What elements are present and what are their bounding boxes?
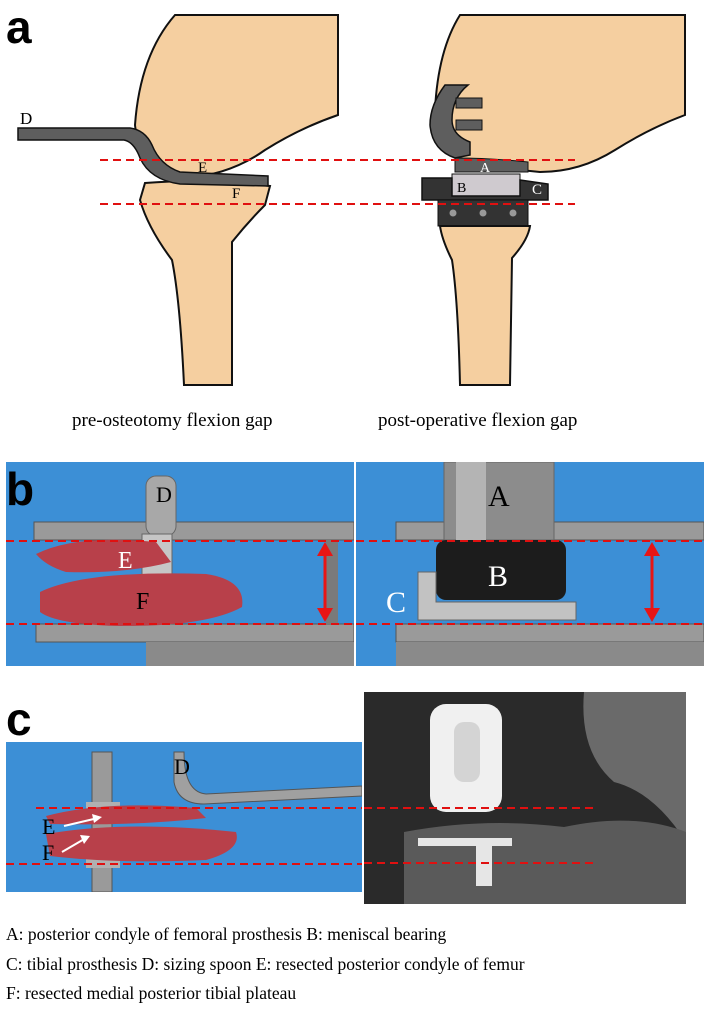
- label-b-b: B: [488, 560, 508, 593]
- diagram-post-operative: A B C: [360, 14, 686, 386]
- panel-letter-c: c: [6, 693, 32, 745]
- label-c-b: C: [386, 586, 406, 619]
- legend-line-3: F: resected medial posterior tibial plat…: [6, 983, 297, 1003]
- legend-line-2: C: tibial prosthesis D: sizing spoon E: …: [6, 954, 525, 974]
- legend-line-1: A: posterior condyle of femoral prosthes…: [6, 924, 447, 944]
- xray-tibial-tray: [418, 838, 512, 846]
- panel-letter-a: a: [6, 1, 32, 53]
- caliper-jaw-lower-left: [35, 623, 354, 643]
- label-d-c: D: [174, 754, 190, 779]
- caption-post-operative: post-operative flexion gap: [378, 410, 578, 431]
- femur-bone-left: [133, 14, 339, 180]
- sizing-spoon: [17, 127, 269, 187]
- label-b-a: B: [457, 181, 466, 196]
- prosthesis-peg-upper: [455, 97, 483, 109]
- tibial-component-c: [417, 571, 577, 621]
- photo-b-right: A B C: [356, 462, 704, 666]
- label-f-b: F: [136, 589, 149, 615]
- panel-letter-b: b: [6, 463, 35, 515]
- resected-tibial-plateau: [40, 573, 243, 627]
- femoral-prosthesis: [429, 84, 471, 159]
- label-c-a: C: [532, 182, 542, 198]
- label-f-c: F: [42, 840, 54, 865]
- label-a-b: A: [488, 480, 510, 513]
- xray-c-right: [364, 692, 686, 904]
- tibia-bone-left: [138, 180, 272, 386]
- label-e-c: E: [42, 814, 55, 839]
- label-e-b: E: [118, 548, 133, 574]
- prosthesis-peg-lower: [455, 119, 483, 131]
- meniscal-bearing-b-photo: [436, 540, 566, 600]
- resected-femoral-condyle: [36, 539, 171, 573]
- label-d-b: D: [156, 482, 172, 507]
- caption-pre-osteotomy: pre-osteotomy flexion gap: [72, 410, 273, 431]
- label-a-a: A: [480, 161, 491, 176]
- diagram-pre-osteotomy: D E F: [17, 14, 360, 386]
- label-d-a: D: [20, 109, 32, 128]
- femur-bone-right: [433, 14, 686, 174]
- label-e-a: E: [198, 160, 207, 176]
- caliper-jaw-upper-left: [33, 521, 354, 541]
- label-f-a: F: [232, 186, 240, 202]
- sizing-spoon-c: [173, 751, 362, 805]
- caliper-jaw-lower-right: [395, 623, 704, 643]
- resected-femoral-condyle-c: [46, 805, 206, 825]
- photo-b-left: D E F: [6, 462, 354, 666]
- photo-c-left: D E F: [6, 742, 362, 892]
- tibia-bone-right: [438, 225, 532, 386]
- resected-tibial-plateau-c: [46, 826, 237, 862]
